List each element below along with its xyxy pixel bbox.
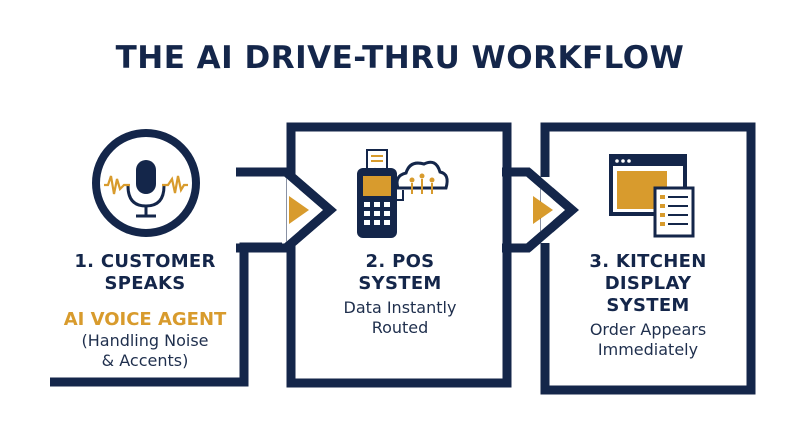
step1-title-line2: SPEAKS — [104, 273, 186, 294]
pos-box — [286, 122, 512, 388]
pos-terminal-cloud-icon — [357, 149, 449, 238]
page-title: THE AI DRIVE-THRU WORKFLOW — [115, 40, 685, 76]
step1-desc-line2: & Accents) — [101, 351, 189, 370]
step2-title-line2: SYSTEM — [358, 273, 442, 294]
step3-title-line1: 3. KITCHEN — [589, 251, 707, 272]
microphone-icon — [92, 129, 200, 237]
step3-desc-line1: Order Appears — [589, 320, 707, 339]
flow-path — [50, 122, 756, 395]
step1-title-line1: 1. CUSTOMER — [74, 251, 216, 272]
step1-accent-label: AI VOICE AGENT — [63, 309, 227, 330]
step3-title-line2: DISPLAY — [604, 273, 692, 294]
arrow-head-2 — [533, 196, 553, 224]
step3-title-line3: SYSTEM — [606, 295, 690, 316]
step2-desc-line1: Data Instantly — [343, 298, 457, 317]
step1-desc-line1: (Handling Noise — [81, 331, 209, 350]
step3-desc-line2: Immediately — [597, 340, 699, 359]
arrow-head-1 — [289, 196, 309, 224]
arrow-outline-1 — [236, 167, 337, 253]
step2-title-line1: 2. POS — [365, 251, 435, 272]
kitchen-box — [540, 122, 756, 395]
step2-desc-line2: Routed — [371, 318, 429, 337]
kitchen-display-icon — [609, 154, 695, 238]
